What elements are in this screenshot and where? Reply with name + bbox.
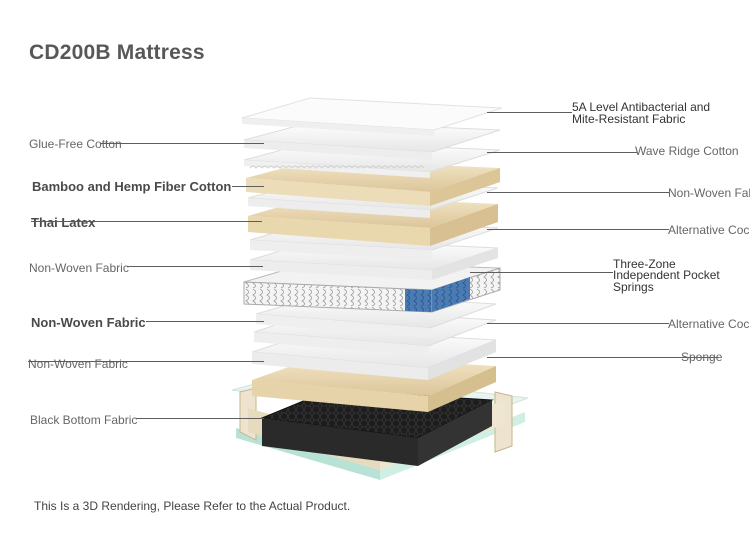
label-antibacterial-line1: 5A Level Antibacterial and: [572, 100, 711, 114]
label-non-woven-fabric-right: Non-Woven Fab: [668, 186, 750, 200]
leader-line: [232, 186, 264, 187]
label-sponge: Sponge: [681, 350, 723, 364]
leader-line: [127, 266, 263, 267]
label-bamboo-hemp: Bamboo and Hemp Fiber Cotton: [32, 179, 232, 194]
label-black-bottom-fabric: Black Bottom Fabric: [30, 413, 138, 427]
leader-line: [487, 152, 637, 153]
rendering-disclaimer: This Is a 3D Rendering, Please Refer to …: [34, 499, 351, 513]
label-alternative-coconut-1: Alternative Coc: [668, 223, 750, 237]
leader-line: [487, 229, 669, 230]
leader-line: [28, 361, 264, 362]
leader-line: [470, 272, 613, 273]
leader-line: [487, 112, 572, 113]
label-glue-free-cotton: Glue-Free Cotton: [29, 137, 122, 151]
leader-line: [136, 418, 264, 419]
leader-line: [487, 357, 719, 358]
leader-line: [487, 323, 669, 324]
page-title: CD200B Mattress: [29, 41, 205, 64]
label-springs-line3: Springs: [613, 280, 654, 294]
leader-line: [31, 221, 262, 222]
label-thai-latex: Thai Latex: [31, 215, 96, 230]
label-antibacterial-line2: Mite-Resistant Fabric: [572, 112, 686, 126]
leader-line: [487, 192, 669, 193]
leader-line: [146, 321, 264, 322]
label-springs-line1: Three-Zone: [613, 257, 676, 271]
label-wave-ridge-cotton: Wave Ridge Cotton: [635, 144, 739, 158]
label-alternative-coconut-2: Alternative Coc: [668, 317, 750, 331]
label-non-woven-fabric-2: Non-Woven Fabric: [31, 315, 146, 330]
leader-line: [100, 143, 264, 144]
label-springs-line2: Independent Pocket: [613, 268, 720, 282]
label-non-woven-fabric-1: Non-Woven Fabric: [29, 261, 129, 275]
